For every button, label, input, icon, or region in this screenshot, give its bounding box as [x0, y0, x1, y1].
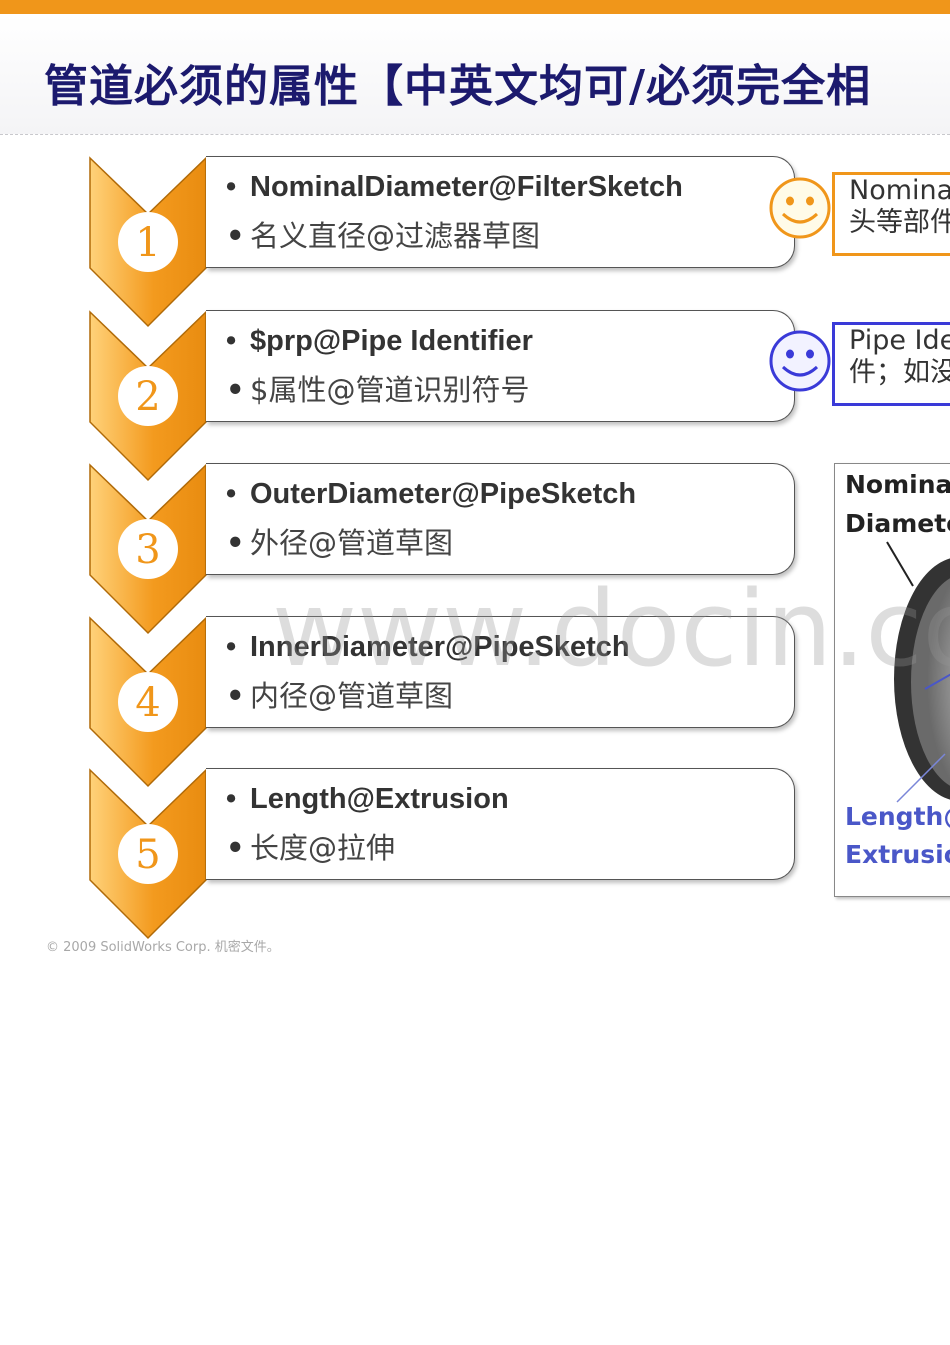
step-number-circle — [118, 212, 178, 272]
note-line: Nominal — [849, 175, 950, 206]
step-card: •NominalDiameter@FilterSketch •名义直径@过滤器草… — [206, 156, 795, 268]
note-box-2: Pipe Ide 件；如没 — [832, 322, 950, 406]
note-line: 件；如没 — [849, 357, 950, 388]
step-card: •Length@Extrusion •长度@拉伸 — [206, 768, 795, 880]
slide: 管道必须的属性【中英文均可/必须完全相 1 •NominalDiameter@F… — [0, 0, 950, 955]
bullet: • — [226, 325, 237, 357]
image-label-diameter: Diamete — [845, 509, 950, 538]
step-label-cn: 名义直径@过滤器草图 — [250, 219, 541, 253]
smiley-face-icon — [769, 177, 831, 239]
chevron-icon: 1 — [89, 156, 207, 328]
step-number: 1 — [135, 220, 160, 266]
bullet: • — [226, 631, 237, 663]
step-label-en: OuterDiameter@PipeSketch — [250, 478, 637, 510]
step-label-cn: $属性@管道识别符号 — [250, 373, 530, 407]
image-label-extrusion: Extrusio — [845, 840, 950, 869]
step-number-circle — [118, 519, 178, 579]
step-card: •InnerDiameter@PipeSketch •内径@管道草图 — [206, 616, 795, 728]
image-label-nominal: Nomina — [845, 470, 950, 499]
bullet: • — [226, 831, 245, 865]
note-line: Pipe Ide — [849, 325, 950, 356]
copyright-footer: © 2009 SolidWorks Corp. 机密文件。 — [46, 940, 280, 955]
step-1: 1 •NominalDiameter@FilterSketch •名义直径@过滤… — [88, 156, 800, 328]
step-label-en: $prp@Pipe Identifier — [250, 325, 533, 357]
top-accent-bar — [0, 0, 950, 14]
pipe-illustration: Nomina Diamete Length@ Extrusio — [834, 463, 950, 897]
chevron-icon: 4 — [89, 616, 207, 788]
note-line: 头等部件 — [849, 207, 950, 238]
step-number-circle — [118, 672, 178, 732]
step-number: 3 — [135, 527, 160, 573]
bullet: • — [226, 679, 245, 713]
image-label-length: Length@ — [845, 802, 950, 831]
step-label-cn: 内径@管道草图 — [250, 679, 454, 713]
step-number-circle — [118, 366, 178, 426]
bullet: • — [226, 478, 237, 510]
step-card: •OuterDiameter@PipeSketch •外径@管道草图 — [206, 463, 795, 575]
step-label-en: Length@Extrusion — [250, 783, 509, 815]
bullet: • — [226, 373, 245, 407]
step-number-circle — [118, 824, 178, 884]
step-label-en: InnerDiameter@PipeSketch — [250, 631, 630, 663]
step-3: 3 •OuterDiameter@PipeSketch •外径@管道草图 — [88, 463, 800, 635]
bullet: • — [226, 219, 245, 253]
slide-title: 管道必须的属性【中英文均可/必须完全相 — [44, 61, 872, 112]
chevron-icon: 3 — [89, 463, 207, 635]
step-label-cn: 外径@管道草图 — [250, 526, 454, 560]
step-label-cn: 长度@拉伸 — [250, 831, 396, 865]
step-number: 5 — [135, 832, 160, 878]
bullet: • — [226, 783, 237, 815]
bullet: • — [226, 171, 237, 203]
chevron-icon: 2 — [89, 310, 207, 482]
note-box-1: Nominal 头等部件 — [832, 172, 950, 256]
bullet: • — [226, 526, 245, 560]
step-2: 2 •$prp@Pipe Identifier •$属性@管道识别符号 — [88, 310, 800, 482]
step-4: 4 •InnerDiameter@PipeSketch •内径@管道草图 — [88, 616, 800, 788]
chevron-icon: 5 — [89, 768, 207, 940]
step-label-en: NominalDiameter@FilterSketch — [250, 171, 683, 203]
step-card: •$prp@Pipe Identifier •$属性@管道识别符号 — [206, 310, 795, 422]
pipe-drawing-icon — [886, 541, 950, 803]
step-5: 5 •Length@Extrusion •长度@拉伸 — [88, 768, 800, 940]
title-bar: 管道必须的属性【中英文均可/必须完全相 — [0, 14, 950, 135]
smiley-face-icon — [769, 330, 831, 392]
step-number: 4 — [135, 680, 160, 726]
step-number: 2 — [135, 374, 160, 420]
